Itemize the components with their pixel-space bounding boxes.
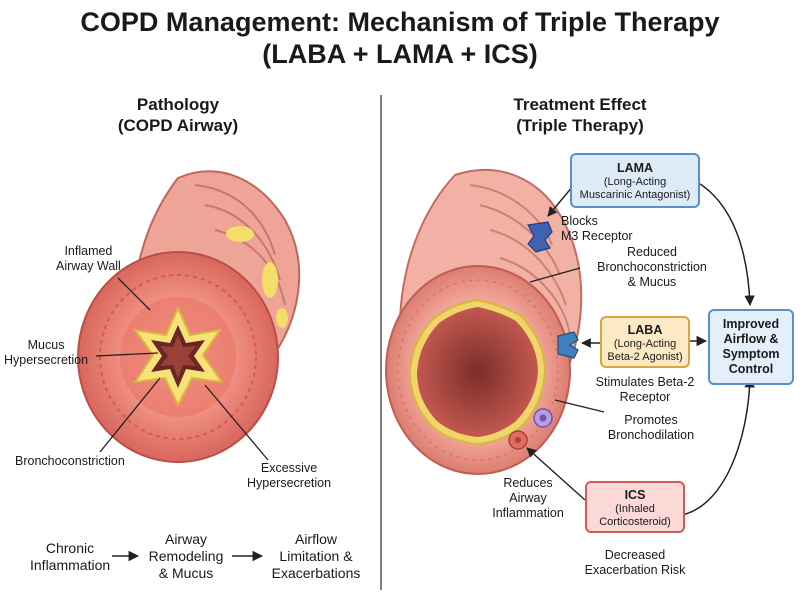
title-line-2: (LABA + LAMA + ICS) xyxy=(262,39,538,69)
label-inflamed-airway-wall: Inflamed Airway Wall xyxy=(56,244,121,273)
outcome-box: Improved Airflow & Symptom Control xyxy=(708,309,794,385)
label-decreased-exacerbation: Decreased Exacerbation Risk xyxy=(584,548,686,577)
excessive-hypersecretion-pointer xyxy=(204,384,269,461)
label-mucus-hypersecretion: Mucus Hypersecretion xyxy=(4,338,89,367)
lama-to-receptor-arrow xyxy=(547,185,574,217)
label-bronchoconstriction: Bronchoconstriction xyxy=(15,454,125,468)
treated-airway-illustration xyxy=(385,169,583,475)
mucus-patch xyxy=(276,308,288,328)
ics-to-airway-arrow xyxy=(526,447,586,501)
mucus-patch xyxy=(262,262,278,298)
ics-to-outcome-arrow xyxy=(681,376,755,516)
copd-airway-illustration xyxy=(77,170,301,463)
mucus-patch xyxy=(226,226,254,242)
label-reduces-inflammation: Reduces Airway Inflammation xyxy=(492,476,564,520)
label-blocks-m3: Blocks M3 Receptor xyxy=(561,214,633,243)
open-lumen xyxy=(417,307,538,437)
reduced-broncho-pointer xyxy=(529,267,581,283)
beta2-receptor-icon xyxy=(557,331,579,359)
flow-step-airway-remodeling: Airway Remodeling & Mucus xyxy=(148,531,224,581)
page-title: COPD Management: Mechanism of Triple The… xyxy=(0,6,800,70)
lama-box: LAMA (Long-Acting Muscarinic Antagonist) xyxy=(570,153,700,208)
promotes-pointer xyxy=(554,399,605,413)
flow-step-chronic-inflammation: Chronic Inflammation xyxy=(30,540,111,573)
label-stimulates-beta2: Stimulates Beta-2 Receptor xyxy=(595,375,695,404)
label-excessive-hypersecretion: Excessive Hypersecretion xyxy=(247,461,332,490)
right-panel-title: Treatment Effect (Triple Therapy) xyxy=(513,95,647,135)
mucus-pointer xyxy=(95,352,159,357)
bronchoconstriction-pointer xyxy=(99,377,161,453)
flow-step-airflow-limitation: Airflow Limitation & Exacerbations xyxy=(271,531,361,581)
lama-to-outcome-arrow xyxy=(696,181,755,307)
m3-receptor-icon xyxy=(527,221,553,253)
label-reduced-bronchoconstriction: Reduced Bronchoconstriction & Mucus xyxy=(597,245,707,289)
ics-box: ICS (Inhaled Corticosteroid) xyxy=(585,481,685,533)
laba-box: LABA (Long-Acting Beta-2 Agonist) xyxy=(600,316,690,368)
title-line-1: COPD Management: Mechanism of Triple The… xyxy=(80,7,720,37)
left-panel-title: Pathology (COPD Airway) xyxy=(117,95,239,135)
inflamed-wall-pointer xyxy=(117,277,151,311)
label-promotes-bronchodilation: Promotes Bronchodilation xyxy=(607,413,695,442)
